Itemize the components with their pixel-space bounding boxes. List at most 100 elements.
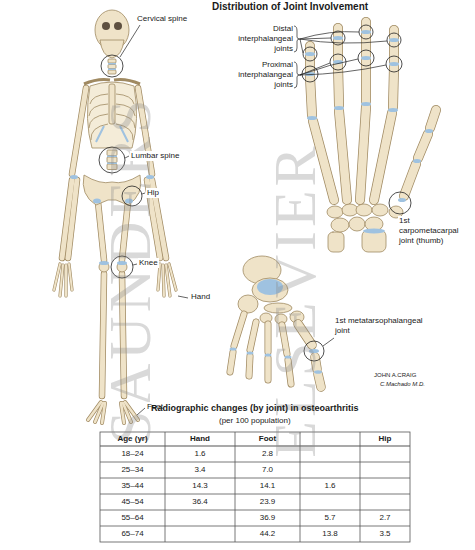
carpal-bones (356, 204, 372, 216)
table-grid (165, 432, 166, 542)
joint-circles (389, 192, 411, 214)
table-cell: 1.6 (165, 449, 235, 459)
table-header: Age (yr) (100, 434, 165, 444)
carpal-bones (349, 217, 365, 231)
hand-cartilage (388, 108, 398, 112)
joint-circles (303, 47, 317, 61)
bracket-leaders (300, 59, 386, 75)
table-header: Foot (235, 434, 300, 444)
bracket-leaders (300, 32, 387, 53)
hand-cartilage (361, 30, 371, 34)
hand-cartilage (413, 159, 421, 163)
table-cell: 1.6 (300, 481, 360, 491)
carpal-bones (372, 204, 388, 216)
artist-signature: JOHN A.CRAIG (374, 372, 416, 380)
cartilage (114, 22, 122, 30)
joint-circles (101, 55, 123, 77)
table-cell: 2.7 (360, 513, 410, 523)
table-cell: 14.3 (165, 481, 235, 491)
leader-lines (178, 296, 188, 298)
hand-cartilage (389, 62, 399, 66)
hand-cartilage (361, 56, 371, 60)
hand-cartilage (305, 52, 315, 56)
joint-circles (358, 50, 374, 66)
table-cell: 7.0 (235, 465, 300, 475)
table-cell: 2.8 (235, 449, 300, 459)
bracket-leaders (294, 62, 300, 88)
artist-signature: C.Machado M.D. (380, 381, 425, 389)
hand-cartilage (333, 36, 343, 40)
table-grid (100, 478, 410, 479)
table-header: Hip (360, 434, 410, 444)
table-header: Hand (165, 434, 235, 444)
hand-bones (310, 22, 436, 200)
bracket-leaders (294, 26, 387, 88)
joint-label: Cervical spine (136, 14, 188, 24)
table-grid (100, 494, 410, 495)
hand-bones (310, 22, 436, 200)
watermark: SAUNDERS (100, 96, 160, 445)
carpal-bones (327, 204, 403, 232)
table-grid (100, 510, 410, 511)
table-cell: 55–64 (100, 513, 165, 523)
skeleton-trunk (108, 70, 116, 74)
hand-cartilage (389, 38, 399, 42)
leader-lines (120, 25, 140, 57)
table-cell: 35–44 (100, 481, 165, 491)
joint-label: Hip (146, 188, 160, 198)
cartilage (102, 22, 110, 30)
table-cell: 3.5 (360, 529, 410, 539)
hand-cartilage (363, 229, 385, 234)
table-title: Radiographic changes (by joint) in osteo… (151, 403, 359, 414)
table-cell: 65–74 (100, 529, 165, 539)
table-cell: 3.4 (165, 465, 235, 475)
skeleton-trunk (108, 65, 116, 69)
hand-cartilage (425, 129, 433, 133)
bracket-leaders (294, 26, 300, 52)
joint-label: Distal interphalangeal joints (230, 24, 294, 54)
hand-cartilage (398, 198, 406, 202)
foot-cartilage (247, 351, 254, 354)
carpal-bones (327, 206, 343, 218)
figure-title: Distribution of Joint Involvement (212, 1, 368, 14)
table-cell: 5.7 (300, 513, 360, 523)
table-cell: 14.1 (235, 481, 300, 491)
hand-cartilage (334, 106, 344, 110)
table-subtitle: (per 100 population) (219, 416, 291, 426)
joint-label: 1st carpometacarpal joint (thumb) (398, 216, 470, 246)
joint-label: Proximal interphalangeal joints (230, 60, 294, 90)
joint-circles (386, 56, 402, 72)
table-grid (100, 432, 410, 542)
skeleton-trunk (108, 59, 116, 63)
table-cell: 13.8 (300, 529, 360, 539)
hand-cartilage (307, 116, 317, 120)
carpal-bones (331, 218, 349, 232)
foot-cartilage (230, 347, 237, 350)
table-grid (235, 432, 236, 542)
table-cell: 36.4 (165, 497, 235, 507)
table-cell: 36.9 (235, 513, 300, 523)
foot-bones (238, 295, 258, 313)
table-cell: 18–24 (100, 449, 165, 459)
table-grid (100, 462, 410, 463)
table-cell: 44.2 (235, 529, 300, 539)
table-cell: 23.9 (235, 497, 300, 507)
joint-label: Knee (138, 258, 159, 268)
table-grid (100, 445, 410, 446)
table-cell: 25–34 (100, 465, 165, 475)
table-grid (100, 526, 410, 527)
table-grid (360, 432, 361, 542)
joint-circles (359, 25, 373, 39)
joint-label: Lumbar spine (130, 151, 180, 161)
cartilage (70, 175, 78, 179)
table-grid (100, 432, 410, 542)
hand-bones (328, 232, 344, 252)
hand-cartilage (361, 102, 371, 106)
cartilage (108, 63, 116, 65)
cartilage (108, 69, 116, 71)
joint-circles (387, 33, 401, 47)
joint-label: Hand (190, 292, 211, 302)
table-cell: 45–54 (100, 497, 165, 507)
joint-label: 1st metatarsophalangeal joint (334, 316, 426, 336)
